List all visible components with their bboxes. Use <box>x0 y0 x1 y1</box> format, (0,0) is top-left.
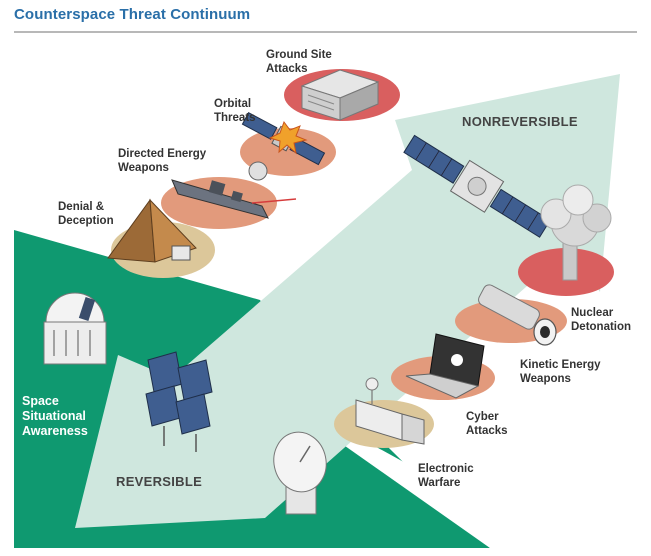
orbital-line1: Orbital <box>214 98 252 110</box>
denial-deception-illustration <box>107 198 215 278</box>
hidden-truck <box>171 245 191 261</box>
kinetic-label: Kinetic Energy Weapons <box>520 358 601 386</box>
laser-beam <box>251 198 297 204</box>
electronic-line2: Warfare <box>418 477 461 489</box>
ground-site-label: Ground Site Attacks <box>266 48 332 76</box>
nuclear-label: Nuclear Detonation <box>571 306 631 334</box>
satellite-illustration <box>403 134 551 238</box>
observatory-illustration <box>43 292 107 365</box>
page-title: Counterspace Threat Continuum <box>14 6 251 23</box>
orbital-label: Orbital Threats <box>214 97 256 125</box>
solar-array-illustration <box>145 351 213 452</box>
nuclear-detonation-illustration <box>518 184 614 296</box>
orbital-threats-illustration <box>240 112 336 181</box>
ground-site-line1: Ground Site <box>266 49 332 61</box>
cyber-label: Cyber Attacks <box>466 410 508 438</box>
ground-building-side <box>339 81 379 121</box>
directed-energy-label: Directed Energy Weapons <box>118 147 206 175</box>
ground-site-line2: Attacks <box>266 63 308 75</box>
orbital-dish <box>248 161 268 181</box>
cyber-line2: Attacks <box>466 425 508 437</box>
kinetic-energy-illustration <box>455 284 567 346</box>
nuclear-line1: Nuclear <box>571 307 614 319</box>
reversible-label: REVERSIBLE <box>116 474 203 489</box>
denial-label: Denial & Deception <box>58 200 114 228</box>
orbital-panel-left <box>241 112 278 140</box>
kinetic-body <box>478 284 540 330</box>
laptop-base <box>405 373 480 399</box>
electronic-line1: Electronic <box>418 463 474 475</box>
denial-line1: Denial & <box>58 201 105 213</box>
electronic-label: Electronic Warfare <box>418 462 474 490</box>
radar-dish-illustration <box>273 431 327 515</box>
ship-tower <box>208 180 226 196</box>
truck-cab <box>401 413 425 445</box>
directed-energy-line2: Weapons <box>118 162 169 174</box>
ground-site-illustration <box>284 69 400 121</box>
pyramid-left <box>107 198 156 263</box>
nonreversible-label: NONREVERSIBLE <box>462 114 578 129</box>
nuclear-line2: Detonation <box>571 321 632 333</box>
ssa-line1: Space <box>22 394 59 408</box>
truck-antenna <box>365 377 379 391</box>
directed-energy-illustration <box>161 177 297 229</box>
denial-line2: Deception <box>58 215 114 227</box>
title-divider <box>14 31 637 33</box>
kinetic-line2: Weapons <box>520 373 571 385</box>
cyber-attacks-illustration <box>391 333 495 400</box>
skull-icon <box>451 354 463 366</box>
electronic-warfare-illustration <box>334 377 434 448</box>
directed-energy-line1: Directed Energy <box>118 148 207 160</box>
explosion-burst <box>268 120 308 155</box>
ssa-line3: Awareness <box>22 424 88 438</box>
kinetic-line1: Kinetic Energy <box>520 359 601 371</box>
cyber-line1: Cyber <box>466 411 499 423</box>
ssa-label: Space Situational Awareness <box>22 394 88 439</box>
ssa-line2: Situational <box>22 409 86 423</box>
orbital-line2: Threats <box>214 112 256 124</box>
